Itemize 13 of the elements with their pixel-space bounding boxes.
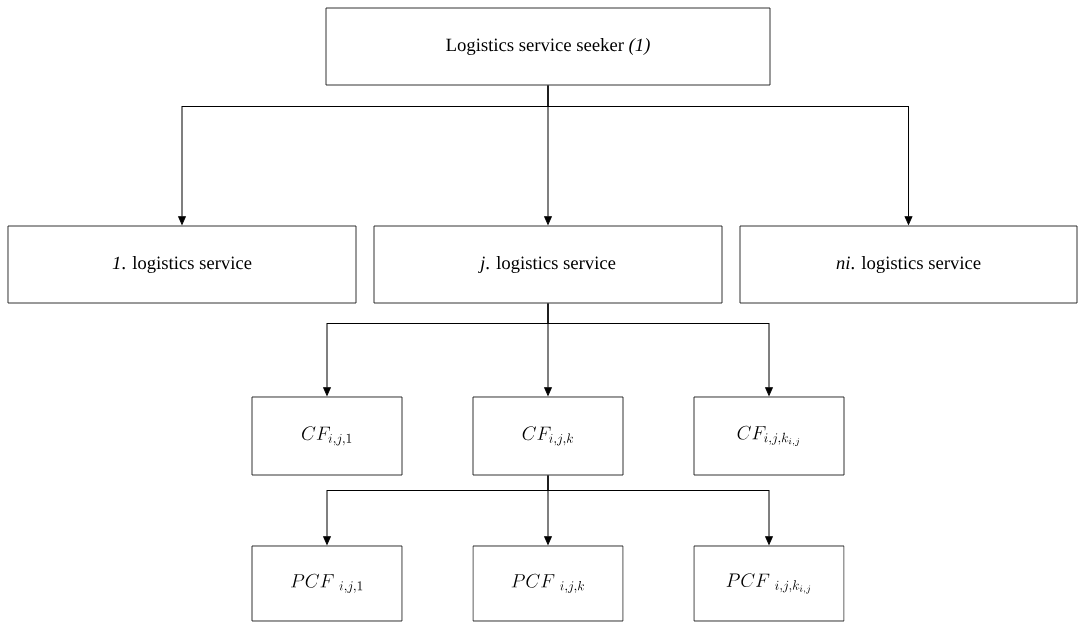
box: $PCF\ _{i,j,k_{i,j}}$ bbox=[693, 545, 845, 622]
box: ni. logistics service bbox=[739, 225, 1078, 304]
arrow bbox=[547, 474, 773, 545]
arrow bbox=[547, 302, 773, 396]
arrow bbox=[547, 84, 913, 225]
box: j. logistics service bbox=[373, 225, 723, 304]
box: $CF_{i,j,k_{i,j}}$ bbox=[693, 396, 845, 476]
box: Logistics service seeker (1) bbox=[325, 7, 771, 86]
box: $CF_{i,j,k}$ bbox=[472, 396, 624, 476]
box: $PCF\ _{i,j,k}$ bbox=[472, 545, 624, 622]
box: $PCF\ _{i,j,1}$ bbox=[251, 545, 403, 622]
box: 1. logistics service bbox=[7, 225, 357, 304]
box: $CF_{i,j,1}$ bbox=[251, 396, 403, 476]
